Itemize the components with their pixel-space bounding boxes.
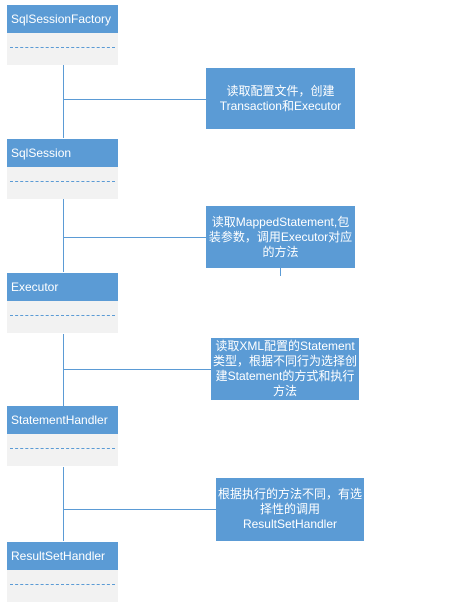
class-box-sqlsession: SqlSession [7, 139, 118, 199]
note-statementhandler: 根据执行的方法不同，有选择性的调用ResultSetHandler [216, 478, 364, 541]
class-title: SqlSession [7, 139, 118, 167]
separator [10, 47, 115, 48]
note-executor: 读取XML配置的Statement类型，根据不同行为选择创建Statement的… [211, 338, 359, 400]
note-text: 读取配置文件，创建Transaction和Executor [219, 83, 342, 113]
note-text: 根据执行的方法不同，有选择性的调用ResultSetHandler [218, 487, 363, 531]
separator [10, 448, 115, 449]
separator [10, 315, 115, 316]
class-body [7, 33, 118, 65]
connector-line [63, 65, 64, 138]
class-box-sqlsessionfactory: SqlSessionFactory [7, 5, 118, 65]
connector-line [63, 199, 64, 272]
separator [10, 584, 115, 585]
class-box-executor: Executor [7, 273, 118, 333]
connector-branch [63, 509, 216, 510]
note-text: 读取MappedStatement,包装参数，调用Executor对应的方法 [208, 214, 353, 259]
separator [10, 181, 115, 182]
class-title: Executor [7, 273, 118, 301]
class-title: SqlSessionFactory [7, 5, 118, 33]
class-box-resultsethandler: ResultSetHandler [7, 542, 118, 602]
note-sqlsessionfactory: 读取配置文件，创建Transaction和Executor [206, 68, 355, 129]
class-box-statementhandler: StatementHandler [7, 406, 118, 466]
class-title: StatementHandler [7, 406, 118, 434]
note-text: 读取XML配置的Statement类型，根据不同行为选择创建Statement的… [213, 339, 358, 398]
connector-branch [63, 99, 206, 100]
connector-line [63, 467, 64, 541]
class-body [7, 167, 118, 199]
connector-line [63, 334, 64, 406]
note-sqlsession: 读取MappedStatement,包装参数，调用Executor对应的方法 [206, 206, 355, 268]
connector-stub [280, 268, 281, 276]
connector-branch [63, 237, 206, 238]
connector-branch [63, 369, 211, 370]
class-body [7, 301, 118, 333]
class-body [7, 434, 118, 466]
class-body [7, 570, 118, 602]
class-title: ResultSetHandler [7, 542, 118, 570]
